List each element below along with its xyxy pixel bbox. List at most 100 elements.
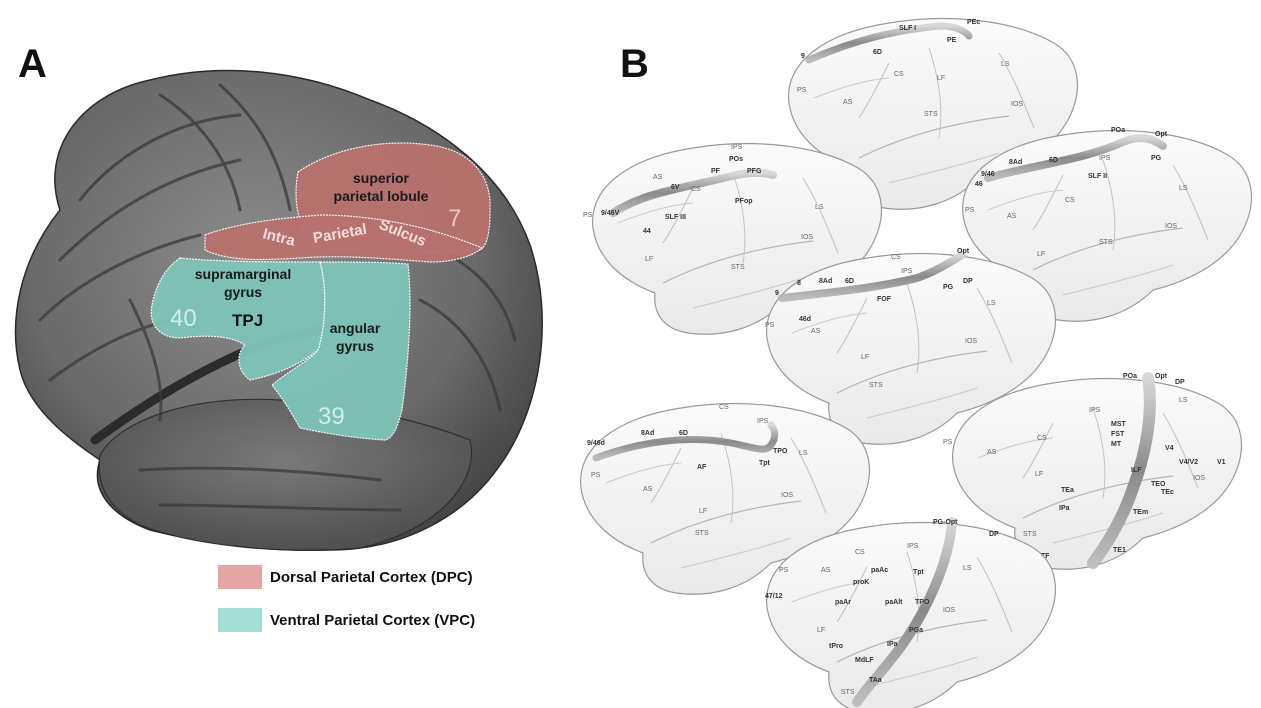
brain-bottom-label-16: PGa — [909, 627, 923, 634]
brain-top-label-9: STS — [924, 111, 938, 118]
brain-middle-label-6: 6D — [845, 278, 854, 285]
smg-label-line1: supramarginal — [195, 266, 291, 282]
brain-middle-label-2: DP — [963, 278, 973, 285]
area-40-number: 40 — [170, 305, 197, 332]
brain-left-label-12: STS — [731, 264, 745, 271]
brain-top-label-4: CS — [894, 71, 904, 78]
brain-middle-label-10: PS — [765, 322, 775, 329]
brain-left-label-13: LF — [645, 256, 653, 263]
brain-lower-right-label-14: IOS — [1193, 475, 1205, 482]
brain-bottom-label-11: TPO — [915, 599, 930, 606]
brain-right-label-9: AS — [1007, 213, 1017, 220]
brain-middle-label-13: IOS — [965, 338, 977, 345]
brain-top-label-0: PEc — [967, 19, 980, 26]
brain-bottom-label-18: TAa — [869, 677, 882, 684]
brain-left-label-10: PS — [583, 212, 593, 219]
brain-lower-right-label-13: V1 — [1217, 459, 1226, 466]
brain-left-label-4: POs — [729, 156, 743, 163]
brain-bottom-tract: MdLF — [855, 657, 874, 664]
brain-middle-label-7: 9 — [775, 290, 779, 297]
brain-right-label-6: 9/46 — [981, 171, 995, 178]
brain-lower-left-label-10: IOS — [781, 492, 793, 499]
brain-middle-label-11: AS — [811, 328, 821, 335]
brain-top-label-7: PS — [797, 87, 807, 94]
area-7-number: 7 — [448, 205, 461, 232]
brain-bottom-label-0: PG-Opt — [933, 519, 958, 526]
brain-left-label-6: PFG — [747, 168, 762, 175]
brain-left-label-5: PF — [711, 168, 721, 175]
brain-bottom-label-14: LF — [817, 627, 825, 634]
brain-bottom-label-8: proK — [853, 579, 869, 586]
brain-middle-label-3: IPS — [901, 268, 913, 275]
brain-lower-right-label-8: MST — [1111, 421, 1127, 428]
brain-lower-left-label-0: CS — [719, 404, 729, 411]
legend-swatch-dpc — [218, 565, 262, 589]
brain-lower-left-label-11: LF — [699, 508, 707, 515]
brain-lower-left-label-6: Tpt — [759, 460, 771, 467]
brain-right-label-13: LF — [1037, 251, 1045, 258]
brain-middle-label-0: Opt — [957, 248, 970, 255]
brain-lower-right-label-5: CS — [1037, 435, 1047, 442]
brain-right-label-5: PG — [1151, 155, 1162, 162]
panel-a-brain-illustration: superior parietal lobule 7 Intra Parieta… — [0, 0, 560, 560]
brain-right-label-7: 46 — [975, 181, 983, 188]
brain-lower-left-label-2: 8Ad — [641, 430, 654, 437]
brain-top-label-2: 9 — [801, 53, 805, 60]
brain-right-label-11: IOS — [1165, 223, 1177, 230]
brain-lower-right-label-15: TEa — [1061, 487, 1074, 494]
brain-top-label-6: LS — [1001, 61, 1010, 68]
brain-right-label-4: IPS — [1099, 155, 1111, 162]
brain-bottom-label-4: PS — [779, 567, 789, 574]
brain-lower-right-label-2: DP — [1175, 379, 1185, 386]
brain-lower-left-label-8: AS — [643, 486, 653, 493]
brain-right-tract: SLF II — [1088, 173, 1107, 180]
brain-right-label-8: CS — [1065, 197, 1075, 204]
brain-bottom-label-7: Tpt — [913, 569, 925, 576]
brain-lower-left-label-7: PS — [591, 472, 601, 479]
brain-lower-right-label-7: PS — [943, 439, 953, 446]
ag-label-line1: angular — [330, 320, 381, 336]
brain-lower-right-label-19: STS — [1023, 531, 1037, 538]
brain-bottom-label-12: 47/12 — [765, 593, 783, 600]
brain-bottom-label-6: paAc — [871, 567, 888, 574]
brain-lower-right-label-20: TEm — [1133, 509, 1148, 516]
brain-bottom-label-1: DP — [989, 531, 999, 538]
brain-lower-right-label-17: TEO — [1151, 481, 1166, 488]
brain-lower-right-label-12: V4/V2 — [1179, 459, 1198, 466]
brain-left-label-7: PFop — [735, 198, 753, 205]
brain-bottom-label-19: STS — [841, 689, 855, 696]
brain-lower-right-label-21: TE1 — [1113, 547, 1126, 554]
brain-bottom: MdLF PG-Opt DP CS IPS PS AS paAc Tpt pro… — [765, 519, 1055, 708]
brain-middle-label-1: CS — [891, 254, 901, 261]
brain-left-label-8: 9/46V — [601, 210, 620, 217]
brain-bottom-label-17: IPa — [887, 641, 898, 648]
brain-left-label-9: 44 — [643, 228, 651, 235]
brain-bottom-label-5: AS — [821, 567, 831, 574]
brain-lower-left-tract: AF — [697, 464, 707, 471]
legend-label-vpc: Ventral Parietal Cortex (VPC) — [270, 612, 475, 629]
brain-lower-right-label-0: POa — [1123, 373, 1137, 380]
brain-right-label-3: 6D — [1049, 157, 1058, 164]
brain-lower-left-label-3: 6D — [679, 430, 688, 437]
brain-top-label-10: IOS — [1011, 101, 1023, 108]
brain-lower-left-label-9: STS — [695, 530, 709, 537]
brain-lower-right-label-3: LS — [1179, 397, 1188, 404]
brain-lower-right-label-6: AS — [987, 449, 997, 456]
brain-right-label-14: PS — [965, 207, 975, 214]
brain-right-label-2: 8Ad — [1009, 159, 1022, 166]
brain-top-label-3: 6D — [873, 49, 882, 56]
brain-top-tract: SLF I — [899, 25, 916, 32]
brain-right-label-12: STS — [1099, 239, 1113, 246]
brain-left-label-14: IOS — [801, 234, 813, 241]
brain-lower-right-tract: ILF — [1131, 467, 1142, 474]
spl-label-line1: superior — [353, 170, 410, 186]
legend-swatch-vpc — [218, 608, 262, 632]
brain-lower-right-label-16: IPa — [1059, 505, 1070, 512]
brain-lower-left-label-4: 9/46d — [587, 440, 605, 447]
brain-right-label-10: LS — [1179, 185, 1188, 192]
brain-middle-label-8: 46d — [799, 316, 811, 323]
brain-bottom-label-13: IOS — [943, 607, 955, 614]
brain-right-label-0: POa — [1111, 127, 1125, 134]
brain-lower-left-label-5: TPO — [773, 448, 788, 455]
brain-bottom-label-2: CS — [855, 549, 865, 556]
